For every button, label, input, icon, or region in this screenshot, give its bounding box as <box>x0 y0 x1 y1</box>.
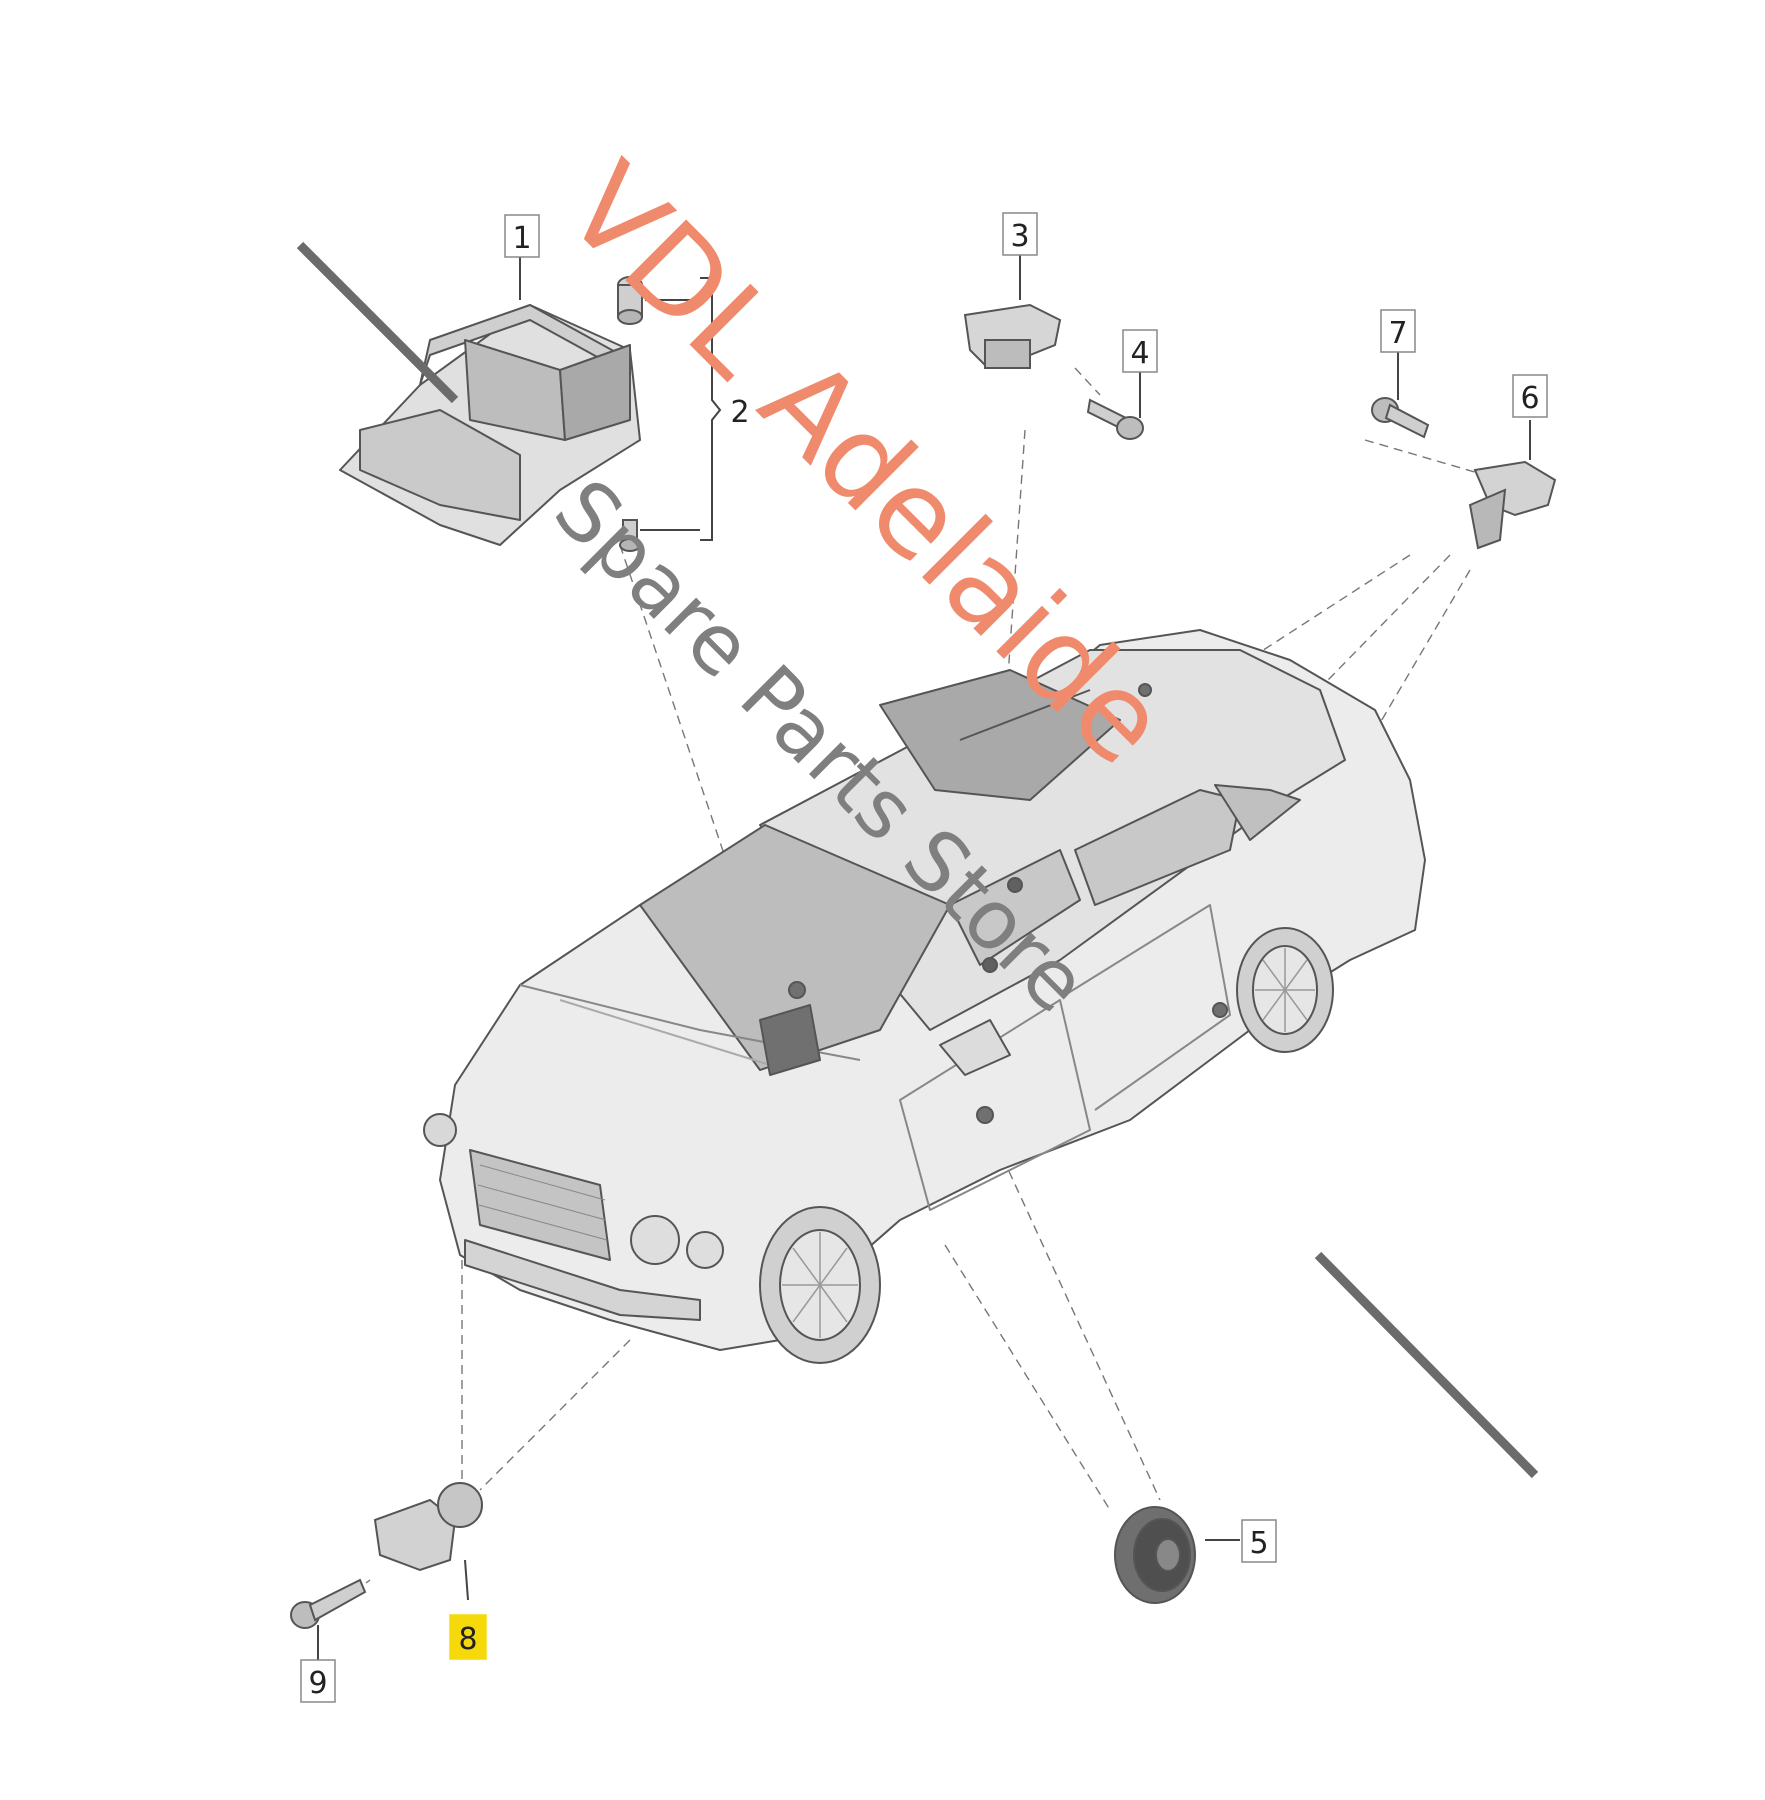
headlight-left <box>423 1113 457 1147</box>
round-sensor-part-5 <box>1114 1506 1240 1604</box>
crash-sensor-part-6 <box>1468 420 1557 550</box>
rear-side-window <box>1074 789 1241 906</box>
callouts: 1 2 3 4 5 6 7 8 9 <box>300 212 1548 1703</box>
callout-9[interactable]: 9 <box>300 1659 336 1703</box>
bolt-part-4 <box>1086 360 1144 440</box>
crash-sensor-part-3 <box>963 250 1062 369</box>
callout-4[interactable]: 4 <box>1122 329 1158 373</box>
callout-5[interactable]: 5 <box>1241 1519 1277 1563</box>
grille <box>469 1149 611 1261</box>
headlight-right-1 <box>630 1215 680 1265</box>
watermark-bar-top <box>296 241 459 404</box>
vehicle-illustration <box>423 629 1426 1364</box>
callout-8[interactable]: 8 <box>449 1614 487 1660</box>
watermark-bar-bottom <box>1314 1251 1539 1479</box>
mounting-screws <box>617 276 722 552</box>
callout-3-label: 3 <box>1010 219 1029 254</box>
callout-2[interactable]: 2 <box>730 395 749 430</box>
airbag-control-module <box>339 230 641 546</box>
crash-sensor-part-8 <box>373 1482 483 1601</box>
rear-quarter-window <box>1214 784 1301 841</box>
callout-2-label: 2 <box>730 395 749 430</box>
windshield-sensor-mount <box>759 1004 821 1076</box>
callout-7[interactable]: 7 <box>1380 309 1416 353</box>
callout-6[interactable]: 6 <box>1512 374 1548 418</box>
bolt-part-9 <box>290 1578 367 1660</box>
callout-9-label: 9 <box>308 1666 327 1701</box>
callout-8-label: 8 <box>458 1622 477 1657</box>
callout-1-label: 1 <box>512 221 531 256</box>
callout-6-label: 6 <box>1520 381 1539 416</box>
callout-3[interactable]: 3 <box>1002 212 1038 256</box>
callout-4-label: 4 <box>1130 336 1149 371</box>
callout-1[interactable]: 1 <box>504 214 540 258</box>
callout-7-label: 7 <box>1388 316 1407 351</box>
headlight-right-2 <box>686 1231 724 1269</box>
side-mirror <box>939 1019 1011 1076</box>
windshield <box>639 824 951 1071</box>
callout-5-label: 5 <box>1249 1526 1268 1561</box>
front-side-window <box>949 849 1081 966</box>
